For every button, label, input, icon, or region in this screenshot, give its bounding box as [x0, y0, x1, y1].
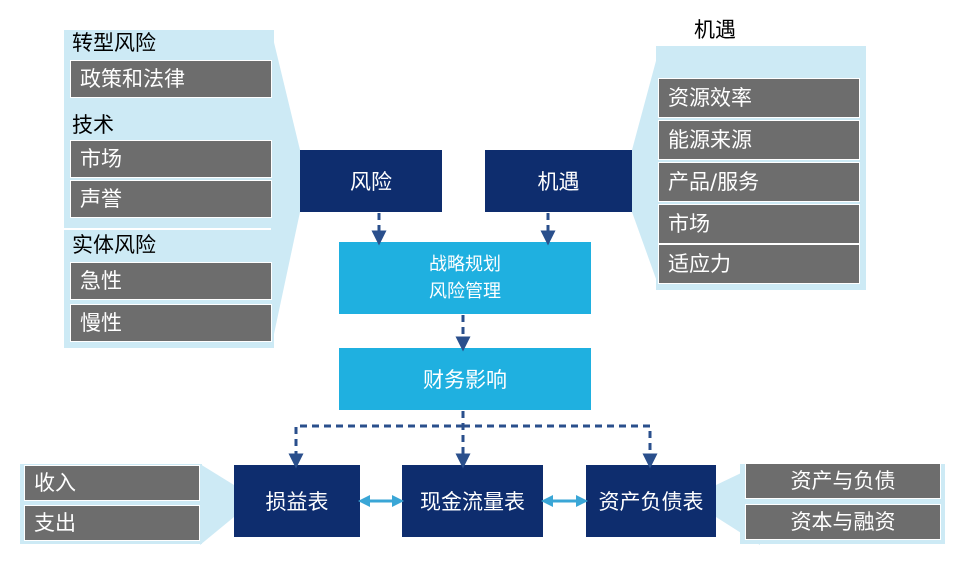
transition-risk-title: 转型风险: [72, 31, 156, 55]
opportunity-hub: 机遇: [485, 150, 632, 212]
opportunity-item: 能源来源: [658, 120, 860, 160]
opportunity-item: 资源效率: [658, 78, 860, 118]
balance-item: 资本与融资: [745, 504, 941, 540]
financial-impact-box: 财务影响: [339, 348, 591, 410]
strategy-risk-management-box: 战略规划 风险管理: [339, 242, 591, 314]
financial-to-balance-arrow: [463, 424, 658, 469]
income-item: 收入: [24, 465, 200, 501]
transition-risk-item: 政策和法律: [70, 60, 272, 98]
cashflow-statement-box: 现金流量表: [402, 465, 543, 537]
balance-sheet-box: 资产负债表: [586, 465, 716, 537]
risk-glow-connector: [271, 30, 300, 348]
physical-risk-item: 慢性: [70, 304, 272, 342]
transition-risk-item-technology: 技术: [72, 113, 114, 137]
strategy-line: 战略规划: [429, 254, 501, 275]
physical-risk-item: 急性: [70, 262, 272, 300]
balance-item: 资产与负债: [745, 463, 941, 499]
financial-to-income-arrow: [288, 424, 463, 469]
transition-risk-item: 市场: [70, 140, 272, 178]
opportunity-item: 适应力: [658, 244, 860, 284]
risk-hub: 风险: [300, 150, 442, 212]
risk-management-line: 风险管理: [429, 281, 501, 302]
opportunity-item: 产品/服务: [658, 162, 860, 202]
physical-risk-title: 实体风险: [72, 233, 156, 257]
transition-risk-item: 声誉: [70, 180, 272, 218]
opportunity-glow-connector: [632, 46, 660, 290]
opportunity-item: 市场: [658, 204, 860, 244]
income-item: 支出: [24, 505, 200, 541]
income-glow-connector: [200, 464, 234, 545]
income-statement-box: 损益表: [234, 465, 360, 537]
opportunity-title: 机遇: [694, 18, 736, 42]
